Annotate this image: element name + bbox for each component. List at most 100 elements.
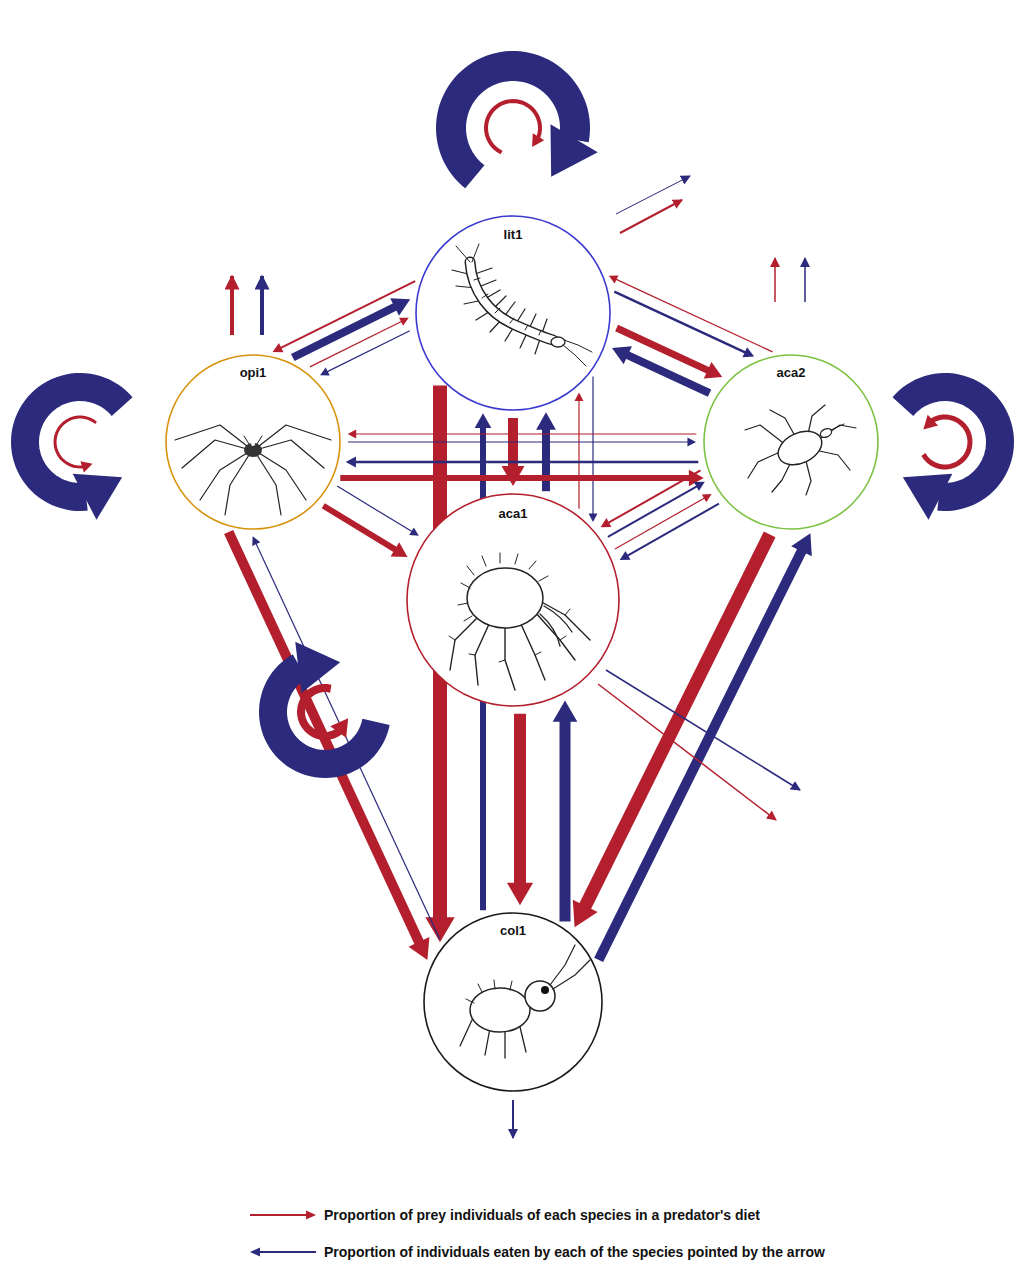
outward-arrow — [512, 1100, 514, 1138]
arrow-shaft — [542, 428, 550, 491]
legend-arrow-sample — [248, 1245, 318, 1259]
species-code: aca2 — [777, 365, 806, 381]
arrow-shaft — [608, 470, 701, 523]
arrow-head — [694, 482, 705, 491]
predation-share-arrow — [903, 387, 1000, 520]
outward-arrow — [774, 258, 776, 302]
node-disc — [416, 216, 610, 410]
arrow-shaft — [626, 355, 709, 394]
arrow-head — [620, 551, 631, 560]
diet-share-arrow — [601, 470, 701, 527]
node-disc — [407, 494, 619, 706]
circle-outline — [406, 493, 620, 707]
species-code: opi1 — [240, 365, 267, 381]
diet-share-arrow — [340, 470, 703, 487]
legend: Proportion of prey individuals of each s… — [248, 1204, 825, 1278]
outward-arrow — [606, 670, 800, 790]
arrow-shaft — [229, 532, 420, 943]
diet-share-arrow — [323, 506, 407, 557]
diet-share-arrow — [229, 532, 430, 960]
arrow-head — [320, 367, 330, 375]
species-circle: aca2 — [703, 354, 879, 530]
arrow-shaft — [608, 486, 698, 537]
predation-share-arrow — [589, 377, 598, 522]
arrow-shaft — [310, 321, 403, 367]
diet-share-arrow — [486, 101, 544, 152]
diet-share-arrow — [575, 392, 584, 508]
centipede-drawing — [452, 244, 592, 366]
arrow-shaft — [578, 400, 579, 509]
predation-share-arrow — [612, 346, 710, 393]
arrow-head — [73, 474, 122, 520]
node-disc — [704, 355, 878, 529]
arrow-head — [391, 542, 408, 557]
arrow-head — [550, 124, 597, 177]
arrow-head — [702, 494, 712, 502]
arrow-head — [923, 415, 938, 430]
arrow-head — [409, 937, 430, 960]
arrow-head — [609, 275, 619, 283]
arrow-head — [409, 528, 419, 536]
mite-drawing — [745, 405, 856, 495]
arrow-head — [390, 298, 410, 316]
arrow-head — [601, 518, 612, 527]
predation-share-arrow — [25, 387, 122, 520]
arrow-shaft — [592, 377, 593, 515]
legend-row: Proportion of individuals eaten by each … — [248, 1241, 825, 1263]
arrow-shaft — [337, 486, 413, 532]
arrow-head — [575, 392, 584, 401]
arrow-shaft — [514, 714, 526, 884]
arrow-head — [742, 347, 754, 357]
arrow-head — [536, 412, 556, 429]
arrow-head — [687, 438, 696, 447]
arrow-head — [704, 362, 722, 379]
circle-border — [424, 913, 602, 1091]
arrow-head — [80, 461, 92, 472]
arrow-head — [475, 413, 492, 428]
legend-text: Proportion of individuals eaten by each … — [324, 1243, 825, 1261]
predation-share-arrow — [337, 486, 419, 536]
arrow-shaft — [627, 504, 719, 556]
arrow-head — [553, 701, 578, 722]
circle-outline — [703, 354, 879, 530]
harvestman-drawing — [175, 425, 331, 515]
predation-share-arrow — [451, 66, 598, 177]
arrow-shaft — [354, 461, 698, 464]
outward-arrows — [232, 176, 805, 1138]
diet-share-arrow — [923, 415, 970, 467]
arrow-head — [346, 457, 356, 468]
connectors — [25, 66, 1000, 960]
arrow-shaft — [614, 292, 746, 353]
arrow-shaft — [55, 417, 96, 467]
mite-drawing — [449, 553, 590, 690]
species-code: col1 — [500, 923, 526, 939]
legend-arrow-shaft — [259, 1251, 316, 1253]
circle-border — [416, 216, 610, 410]
circle-border — [704, 355, 878, 529]
circle-border — [407, 494, 619, 706]
arrow-head — [252, 536, 260, 546]
arrow-shaft — [615, 498, 705, 549]
arrow-shaft — [508, 418, 518, 468]
diet-share-arrow — [348, 430, 697, 439]
node-disc — [424, 913, 602, 1091]
arrow-head — [273, 343, 284, 352]
species-code: aca1 — [499, 506, 528, 522]
outward-arrow — [620, 200, 682, 233]
species-circle: aca1 — [406, 493, 620, 707]
outward-arrow — [260, 276, 264, 335]
arrow-head — [791, 533, 812, 556]
arrow-head — [612, 346, 632, 364]
species-circle: opi1 — [165, 354, 341, 530]
arrow-head — [399, 318, 409, 326]
springtail-drawing — [460, 945, 590, 1058]
legend-text: Proportion of prey individuals of each s… — [324, 1206, 760, 1224]
diet-share-arrow — [609, 275, 773, 351]
arrow-shaft — [340, 475, 690, 481]
arrow-shaft — [323, 506, 396, 550]
diet-share-arrow — [301, 688, 348, 738]
arrow-head — [589, 513, 598, 522]
predation-share-arrow — [599, 533, 812, 960]
circle-outline — [165, 354, 341, 530]
